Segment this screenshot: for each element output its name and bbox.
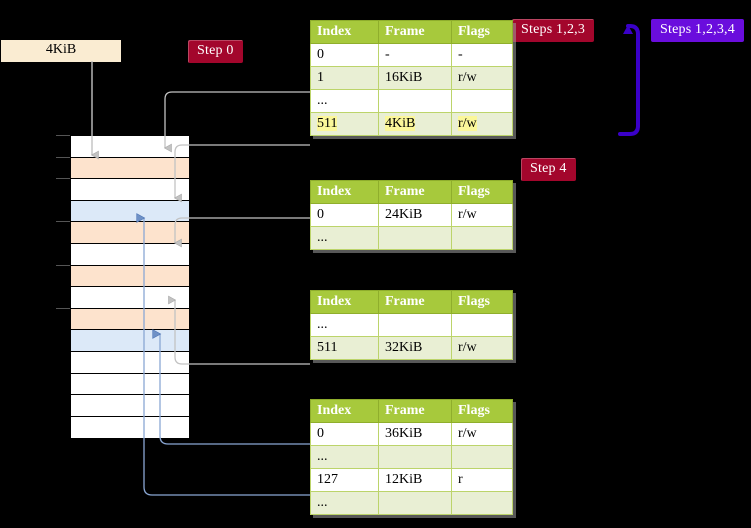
cell-index: 1 <box>310 66 379 90</box>
cell-index: 0 <box>310 43 379 67</box>
column-header-flags: Flags <box>451 20 513 44</box>
link-l1-row511-to-memory <box>173 144 310 203</box>
cell-frame <box>378 89 452 113</box>
cell-index: ... <box>310 445 379 469</box>
cell-index: 0 <box>310 422 379 446</box>
column-header-frame: Frame <box>378 20 452 44</box>
memory-tick-8 <box>56 307 70 309</box>
table-row: ... <box>310 313 513 337</box>
column-header-flags: Flags <box>451 399 513 423</box>
memory-tick-0 <box>56 135 70 136</box>
highlighted-value: 4KiB <box>385 116 416 131</box>
page-frame-label: 4KiB <box>45 42 77 57</box>
memory-tick-6 <box>56 264 70 266</box>
table-row: 0-- <box>310 43 513 67</box>
cell-frame <box>378 445 452 469</box>
cell-flags <box>451 445 513 469</box>
cell-flags: r/w <box>451 66 513 90</box>
memory-frame-5 <box>71 244 189 266</box>
table-row: ... <box>310 89 513 113</box>
table-row: 511 4KiB r/w <box>310 112 513 136</box>
physical-memory-column <box>70 135 190 439</box>
cell-frame <box>378 491 452 515</box>
memory-frame-13 <box>71 416 189 439</box>
cell-frame: 12KiB <box>378 468 452 492</box>
cell-frame <box>378 313 452 337</box>
cell-flags <box>451 491 513 515</box>
memory-tick-1 <box>56 156 70 158</box>
cell-flags: r/w <box>451 112 513 136</box>
table-row: ... <box>310 226 513 250</box>
table-row: ... <box>310 445 513 469</box>
cell-flags <box>451 313 513 337</box>
memory-frame-1 <box>71 157 189 180</box>
table-row: ... <box>310 491 513 515</box>
cell-frame: 4KiB <box>378 112 452 136</box>
cell-index: 511 <box>310 112 379 136</box>
memory-tick-4 <box>56 221 70 223</box>
badge-step-0: Step 0 <box>188 40 243 63</box>
badge-step-4: Step 4 <box>521 158 576 181</box>
badge-steps-123: Steps 1,2,3 <box>512 19 595 42</box>
memory-frame-7 <box>71 287 189 309</box>
memory-frame-11 <box>71 373 189 396</box>
cell-index: ... <box>310 313 379 337</box>
cell-flags <box>451 89 513 113</box>
badge-steps-1234: Steps 1,2,3,4 <box>651 19 744 42</box>
cell-flags: - <box>451 43 513 67</box>
memory-frame-8 <box>71 308 189 331</box>
cell-flags: r/w <box>451 336 513 360</box>
cell-frame: - <box>378 43 452 67</box>
memory-frame-9 <box>71 330 189 352</box>
column-header-index: Index <box>310 290 379 314</box>
cell-frame: 32KiB <box>378 336 452 360</box>
link-memory-to-l3-row511 <box>168 295 310 365</box>
memory-frame-3 <box>71 200 189 223</box>
column-header-flags: Flags <box>451 290 513 314</box>
column-header-frame: Frame <box>378 399 452 423</box>
column-header-index: Index <box>310 399 379 423</box>
cell-index: 511 <box>310 336 379 360</box>
cell-index: 127 <box>310 468 379 492</box>
cell-index: 0 <box>310 203 379 227</box>
cell-flags: r/w <box>451 422 513 446</box>
cell-frame: 16KiB <box>378 66 452 90</box>
cell-index: ... <box>310 226 379 250</box>
memory-frame-10 <box>71 352 189 374</box>
cell-frame: 24KiB <box>378 203 452 227</box>
cell-flags: r/w <box>451 203 513 227</box>
column-header-frame: Frame <box>378 180 452 204</box>
memory-frame-4 <box>71 222 189 244</box>
memory-frame-2 <box>71 179 189 201</box>
memory-frame-0 <box>71 136 189 158</box>
page-frame-box: 4KiB <box>0 39 122 63</box>
cell-flags: r <box>451 468 513 492</box>
column-header-index: Index <box>310 20 379 44</box>
cell-frame: 36KiB <box>378 422 452 446</box>
memory-frame-6 <box>71 265 189 288</box>
highlighted-value: 511 <box>317 116 338 131</box>
memory-tick-2 <box>56 178 70 180</box>
column-header-index: Index <box>310 180 379 204</box>
cell-index: ... <box>310 89 379 113</box>
cell-index: ... <box>310 491 379 515</box>
column-header-frame: Frame <box>378 290 452 314</box>
column-header-flags: Flags <box>451 180 513 204</box>
cell-flags <box>451 226 513 250</box>
highlighted-value: r/w <box>458 116 477 131</box>
steps-loop-arrow <box>618 24 640 136</box>
link-l2-row0-to-memory <box>173 217 310 248</box>
cell-frame <box>378 226 452 250</box>
memory-frame-12 <box>71 395 189 417</box>
